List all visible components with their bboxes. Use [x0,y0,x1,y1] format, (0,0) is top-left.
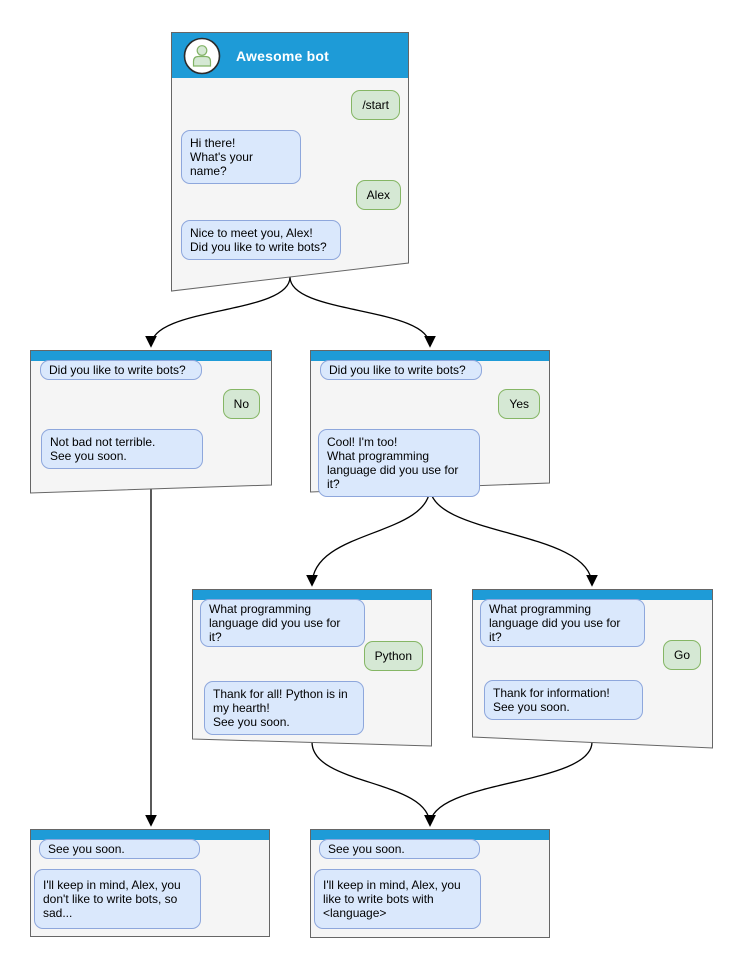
bot-message: Not bad not terrible. See you soon. [41,429,203,469]
chat-header [193,590,431,600]
bot-message: What programming language did you use fo… [480,599,645,647]
edge-start-to-yes [289,276,436,348]
user-message: No [222,389,260,419]
user-message: Python [363,641,423,671]
bot-message: Thank for information! See you soon. [484,680,643,720]
edge-python-to-end [311,741,436,827]
edge-yes-to-go [429,486,598,587]
bot-title: Awesome bot [236,47,329,64]
bot-message: What programming language did you use fo… [200,599,365,647]
bot-message: Nice to meet you, Alex! Did you like to … [181,220,341,260]
bot-message: I'll keep in mind, Alex, you don't like … [34,869,201,929]
edge-yes-to-python [306,486,431,587]
bot-message: Hi there! What's your name? [181,130,301,184]
user-message: Go [662,640,701,670]
user-message: Alex [355,180,401,210]
bot-message: I'll keep in mind, Alex, you like to wri… [314,869,481,929]
chat-window-go: What programming language did you use fo… [472,589,713,749]
edge-start-to-no [145,276,291,348]
bot-message: Did you like to write bots? [320,360,482,380]
chat-window-end-no: See you soon. I'll keep in mind, Alex, y… [30,829,270,937]
chat-header [31,351,271,361]
chat-header: Awesome bot [172,33,408,78]
chat-window-python: What programming language did you use fo… [192,589,432,747]
chat-header [473,590,712,600]
chat-header [311,830,549,840]
chat-window-branch-yes: Did you like to write bots? Yes Cool! I'… [310,350,550,497]
chat-header [311,351,549,361]
user-message: Yes [498,389,540,419]
chat-window-branch-no: Did you like to write bots? No Not bad n… [30,350,272,494]
bot-message: Cool! I'm too! What programming language… [318,429,480,497]
chat-header [31,830,269,840]
user-message: /start [351,90,400,120]
chat-window-end-yes: See you soon. I'll keep in mind, Alex, y… [310,829,550,938]
bot-avatar-icon [183,37,221,74]
bot-message: See you soon. [319,839,480,859]
bot-message: Thank for all! Python is in my hearth! S… [204,681,364,735]
chat-window-start: Awesome bot /start Hi there! What's your… [171,32,409,292]
edge-go-to-end [424,741,593,827]
bot-message: Did you like to write bots? [40,360,202,380]
bot-message: See you soon. [39,839,200,859]
